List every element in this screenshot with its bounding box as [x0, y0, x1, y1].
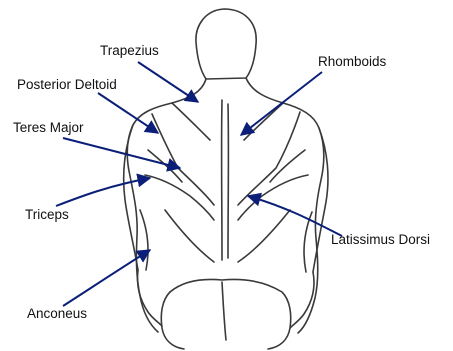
trapezius-arrow [138, 62, 198, 102]
label-latissimus-dorsi: Latissimus Dorsi [331, 233, 430, 247]
label-posterior-deltoid: Posterior Deltoid [17, 78, 117, 92]
right-arm-outline [313, 128, 328, 272]
posterior-deltoid-arrow [98, 93, 158, 133]
triceps-arrow [56, 178, 150, 206]
label-triceps: Triceps [25, 208, 69, 222]
latissimus-dorsi-arrow [248, 196, 342, 236]
label-rhomboids: Rhomboids [318, 55, 386, 69]
rhomboids-arrow [241, 72, 322, 135]
teres-major-arrow [63, 138, 180, 168]
label-anconeus: Anconeus [27, 307, 87, 321]
label-trapezius: Trapezius [100, 44, 159, 58]
label-teres-major: Teres Major [13, 121, 84, 135]
waist-outline [170, 280, 291, 350]
head-outline [196, 9, 256, 79]
